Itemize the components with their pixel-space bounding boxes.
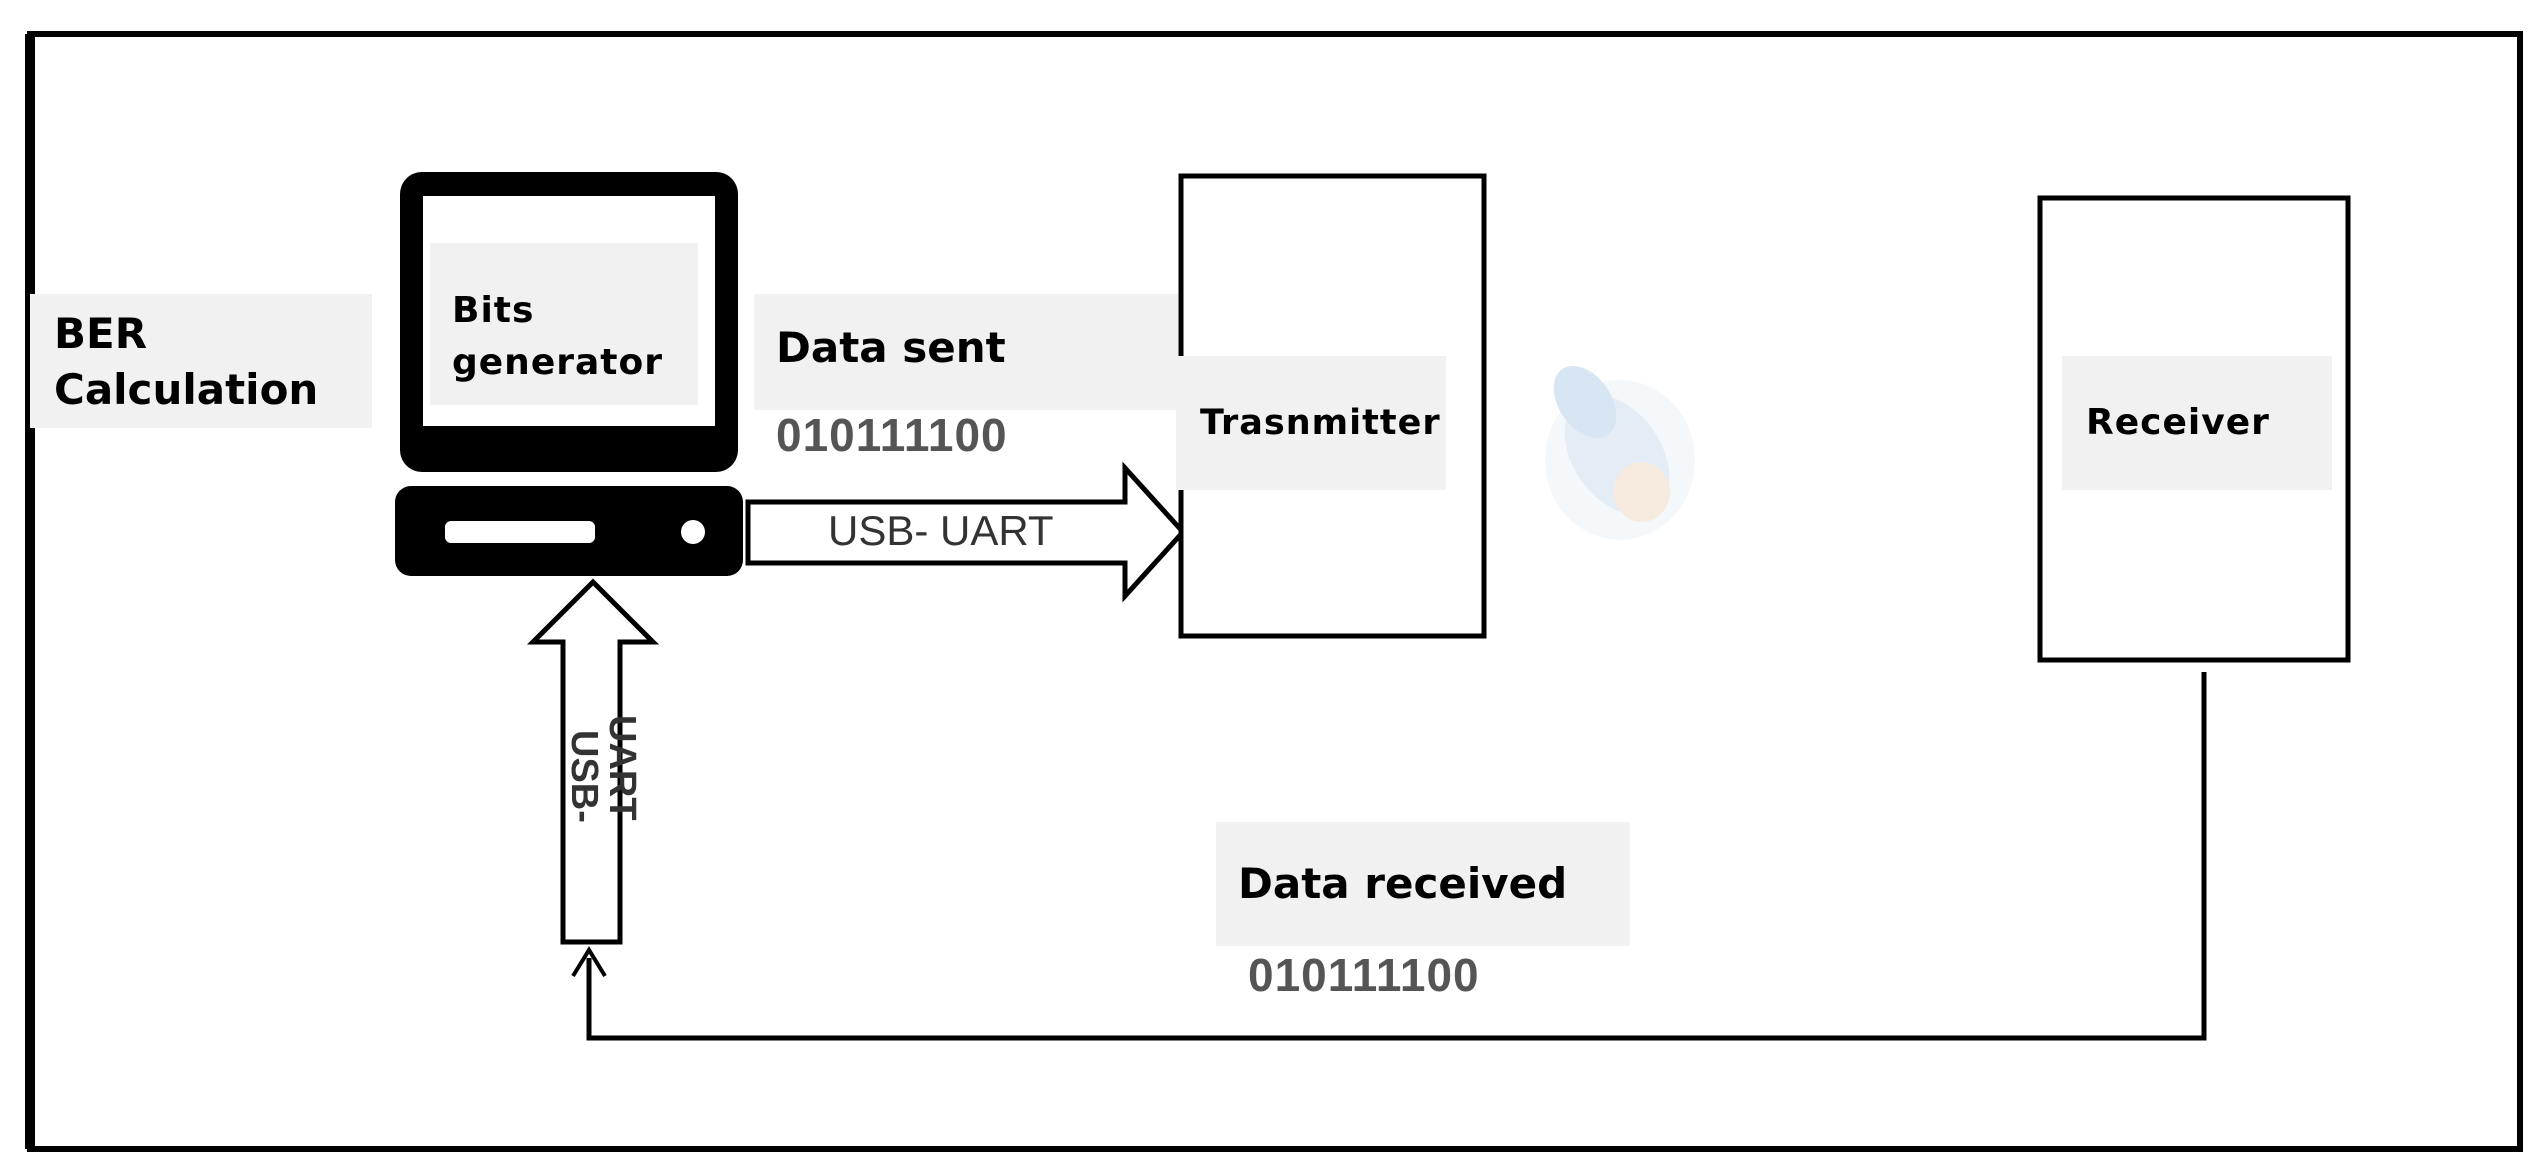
bits-generator-line-2: generator (452, 342, 663, 383)
usb-uart-arrow-up (526, 578, 660, 945)
data-received-label: Data received (1216, 822, 1630, 946)
data-sent-label: Data sent (754, 294, 1178, 410)
usb-uart-label: USB- UART (828, 507, 1054, 554)
usb-uart-arrow-right (745, 461, 1187, 603)
usb-uart-vertical-label-2: UART (601, 715, 643, 821)
return-line (586, 672, 2207, 1041)
bits-generator-label: Bits generator (430, 243, 698, 405)
data-received-text: Data received (1238, 859, 1568, 908)
usb-uart-vertical-label-1: USB- (563, 730, 605, 823)
bits-generator-line-1: Bits (452, 290, 535, 331)
ber-calculation-label: BER Calculation (30, 294, 372, 428)
ber-label-line-1: BER (54, 309, 148, 358)
power-button-icon (681, 520, 705, 544)
data-received-bits: 010111100 (1248, 949, 1480, 1001)
receiver-text: Receiver (2086, 402, 2270, 443)
receiver-label: Receiver (2062, 356, 2332, 490)
data-sent-text: Data sent (776, 323, 1006, 372)
transmitter-label: Trasnmitter (1176, 356, 1446, 490)
data-sent-bits: 010111100 (776, 409, 1008, 461)
drive-slot (445, 521, 595, 543)
ber-label-line-2: Calculation (54, 365, 319, 414)
transmitter-text: Trasnmitter (1200, 403, 1441, 443)
led-icon (1545, 365, 1695, 540)
return-arrowhead (571, 946, 607, 978)
